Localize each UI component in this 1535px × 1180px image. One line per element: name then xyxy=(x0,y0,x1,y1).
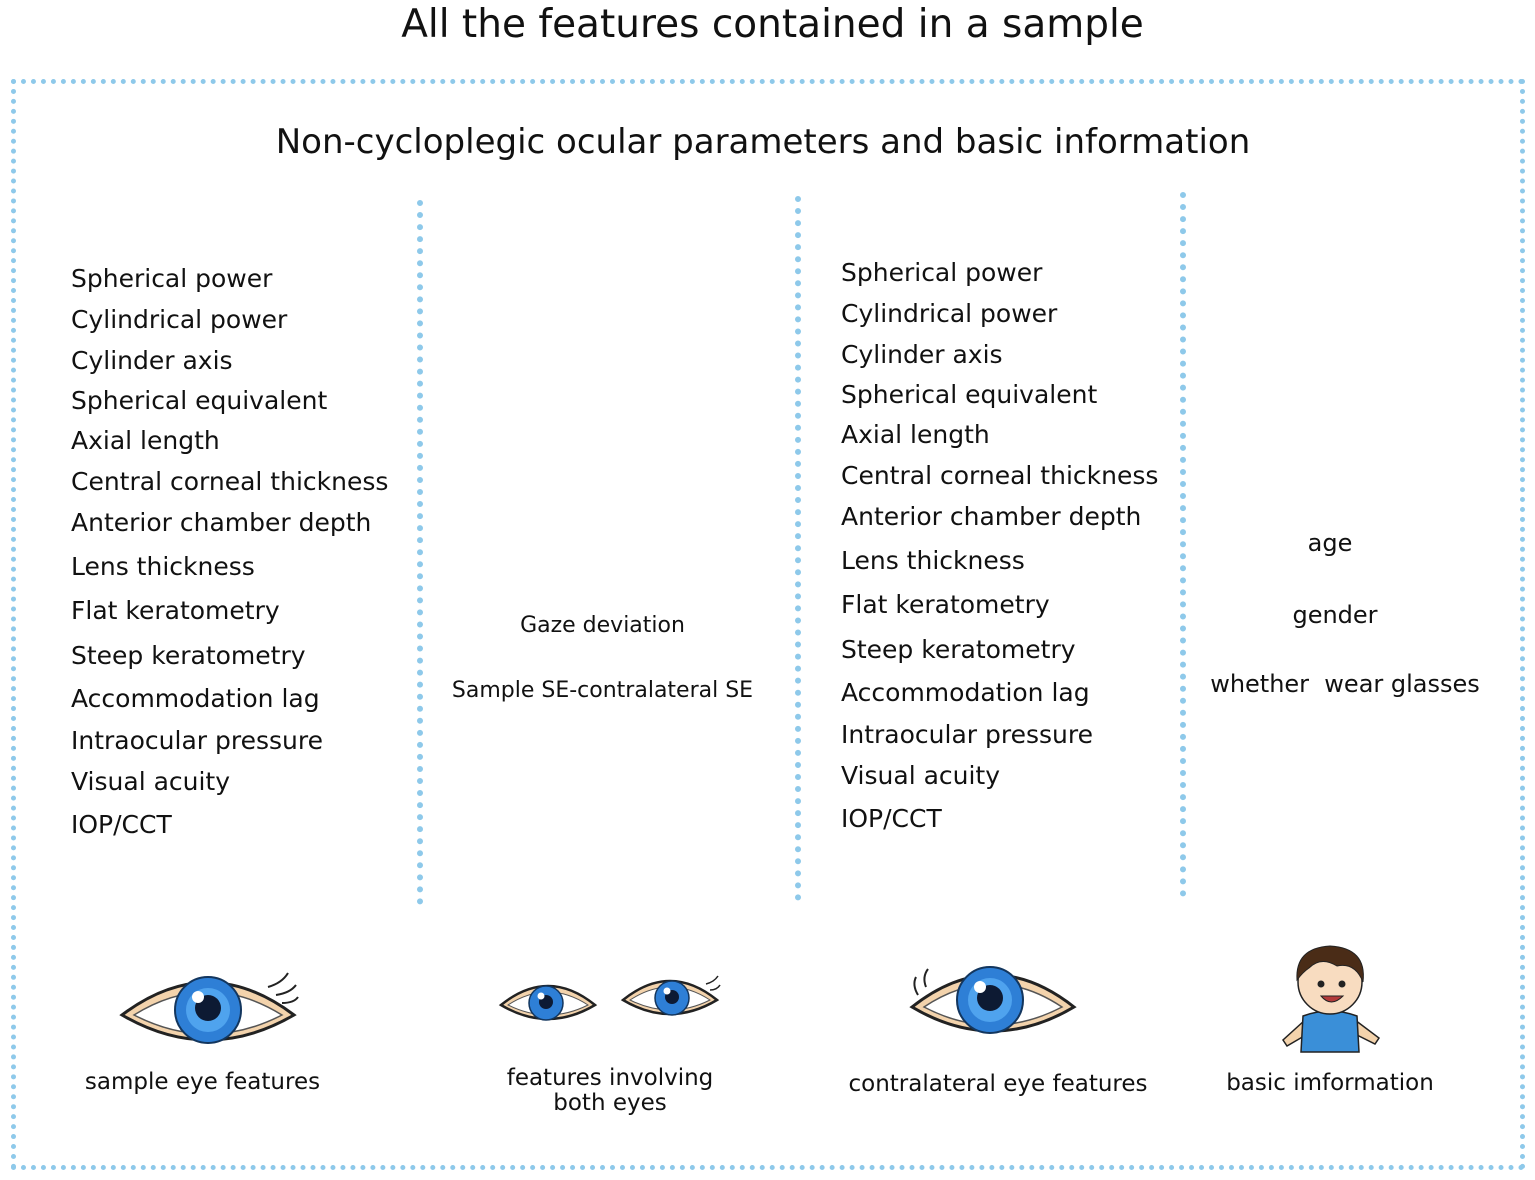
feature-item: Sample SE-contralateral SE xyxy=(451,678,754,703)
feature-item: Cylinder axis xyxy=(71,346,233,375)
feature-item: Flat keratometry xyxy=(841,590,1050,619)
section-subtitle: Non-cycloplegic ocular parameters and ba… xyxy=(275,122,1251,162)
column-divider-2 xyxy=(795,196,801,901)
feature-item: Visual acuity xyxy=(71,767,231,796)
column-divider-3 xyxy=(1180,192,1186,897)
left-eye-icon xyxy=(498,984,598,1021)
feature-item: Spherical power xyxy=(71,264,273,293)
both-eyes-caption-line1: features involving xyxy=(506,1065,714,1091)
feature-item: Accommodation lag xyxy=(71,684,320,713)
page-title: All the features contained in a sample xyxy=(401,2,1144,47)
feature-item: Lens thickness xyxy=(841,546,1025,575)
feature-item: Central corneal thickness xyxy=(71,467,389,496)
feature-item: IOP/CCT xyxy=(841,804,942,833)
feature-item: Axial length xyxy=(841,420,990,449)
feature-item: Cylindrical power xyxy=(71,305,288,334)
feature-item: Anterior chamber depth xyxy=(841,502,1142,531)
feature-item: Visual acuity xyxy=(841,761,1001,790)
feature-item: Steep keratometry xyxy=(71,641,306,670)
contralateral-eye-caption: contralateral eye features xyxy=(848,1071,1148,1097)
feature-item: age xyxy=(1307,529,1353,557)
feature-item: Intraocular pressure xyxy=(71,726,323,755)
child-icon xyxy=(1282,945,1381,1053)
feature-item: Axial length xyxy=(71,426,220,455)
feature-item: IOP/CCT xyxy=(71,810,172,839)
column-divider-1 xyxy=(417,200,423,905)
feature-item: Anterior chamber depth xyxy=(71,508,372,537)
both-eyes-caption-line2: both eyes xyxy=(553,1090,667,1116)
right-eye-icon xyxy=(620,975,721,1016)
feature-item: Gaze deviation xyxy=(520,613,685,638)
feature-item: whether wear glasses xyxy=(1210,670,1480,698)
feature-item: Intraocular pressure xyxy=(841,720,1093,749)
feature-item: Cylinder axis xyxy=(841,340,1003,369)
feature-item: Spherical equivalent xyxy=(71,386,328,415)
feature-item: Spherical power xyxy=(841,258,1043,287)
feature-item: gender xyxy=(1292,601,1378,629)
feature-item: Cylindrical power xyxy=(841,299,1058,328)
feature-item: Spherical equivalent xyxy=(841,380,1098,409)
features-frame xyxy=(11,79,1525,1170)
feature-item: Central corneal thickness xyxy=(841,461,1159,490)
sample-eye-caption: sample eye features xyxy=(84,1069,321,1095)
feature-item: Accommodation lag xyxy=(841,678,1090,707)
feature-item: Flat keratometry xyxy=(71,596,280,625)
feature-item: Steep keratometry xyxy=(841,635,1076,664)
single-eye-icon xyxy=(119,972,299,1044)
basic-info-caption: basic imformation xyxy=(1226,1070,1434,1096)
feature-item: Lens thickness xyxy=(71,552,255,581)
contralateral-eye-icon xyxy=(909,966,1077,1034)
both-eyes-caption: features involving both eyes xyxy=(470,1066,750,1116)
